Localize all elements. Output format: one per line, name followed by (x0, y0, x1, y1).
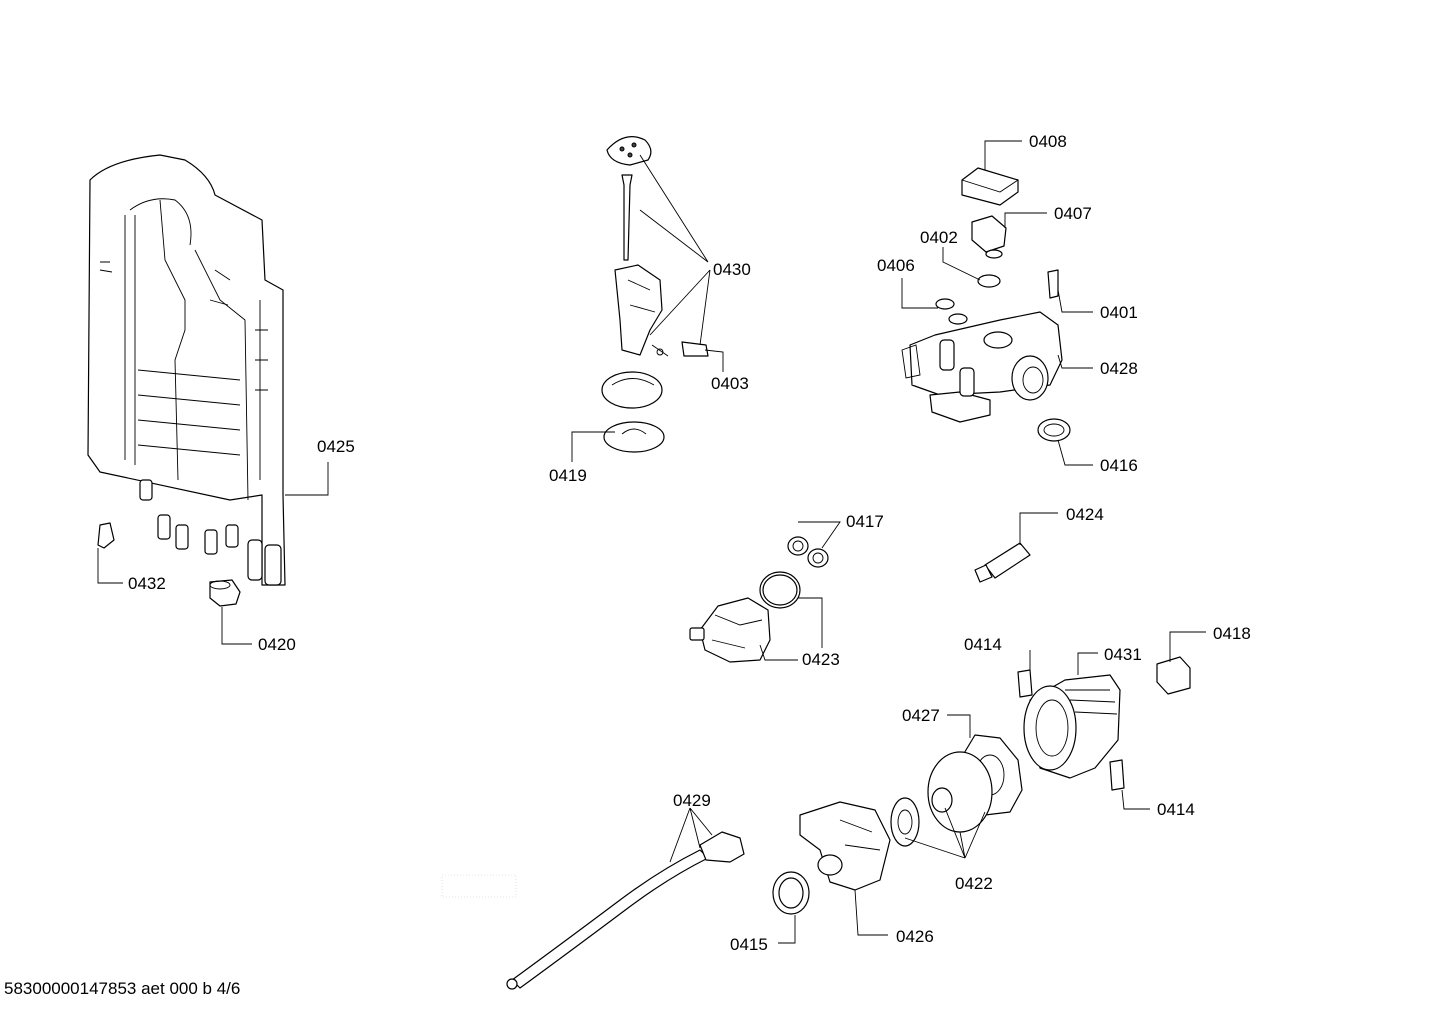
label-0418[interactable]: 0418 (1213, 624, 1251, 643)
label-0424[interactable]: 0424 (1066, 505, 1104, 524)
callout-labels: 0408 0407 0402 0406 0401 0428 0416 0430 … (128, 132, 1251, 954)
part-0406-seals[interactable] (935, 298, 968, 325)
label-0422[interactable]: 0422 (955, 874, 993, 893)
part-0407-sensor[interactable] (971, 215, 1007, 259)
label-0429[interactable]: 0429 (673, 791, 711, 810)
part-0420-hose-connector[interactable] (209, 579, 241, 607)
document-code: 58300000147853 aet 000 b 4/6 (4, 979, 241, 998)
label-0420[interactable]: 0420 (258, 635, 296, 654)
part-0428-water-switch[interactable] (901, 311, 1063, 423)
part-float (601, 371, 663, 409)
part-0415-seal[interactable] (772, 871, 810, 915)
label-0402[interactable]: 0402 (920, 228, 958, 247)
label-0426[interactable]: 0426 (896, 927, 934, 946)
part-0424-filter[interactable] (974, 542, 1031, 583)
label-0408[interactable]: 0408 (1029, 132, 1067, 151)
label-0414-top[interactable]: 0414 (964, 635, 1002, 654)
label-0427[interactable]: 0427 (902, 706, 940, 725)
label-0414-bottom[interactable]: 0414 (1157, 800, 1195, 819)
part-0430-float-assembly[interactable] (606, 136, 669, 357)
part-0432-clip[interactable] (97, 522, 115, 549)
label-0428[interactable]: 0428 (1100, 359, 1138, 378)
label-0432[interactable]: 0432 (128, 574, 166, 593)
part-0408-cover[interactable] (961, 167, 1019, 206)
part-0425-water-panel[interactable] (87, 154, 286, 586)
label-0417[interactable]: 0417 (846, 512, 884, 531)
part-0423-seal-ring[interactable] (759, 571, 801, 609)
part-0429-drain-hose[interactable] (506, 831, 745, 990)
label-0401[interactable]: 0401 (1100, 303, 1138, 322)
label-0403[interactable]: 0403 (711, 374, 749, 393)
label-0416[interactable]: 0416 (1100, 456, 1138, 475)
part-0419-disc[interactable] (603, 421, 665, 453)
label-0406[interactable]: 0406 (877, 256, 915, 275)
leader-lines (97, 140, 1206, 944)
label-0415[interactable]: 0415 (730, 935, 768, 954)
part-0401-clip[interactable] (1047, 269, 1059, 299)
part-0418-connector[interactable] (1156, 656, 1191, 695)
part-0414-clip-bottom[interactable] (1109, 759, 1125, 791)
part-0417-nuts[interactable] (787, 536, 829, 568)
label-0430[interactable]: 0430 (713, 260, 751, 279)
part-0423-valve-body[interactable] (689, 597, 771, 663)
part-0426-pump-housing[interactable] (799, 801, 891, 891)
halftone-mark (441, 874, 517, 898)
part-0431-heat-pump-housing[interactable] (1023, 674, 1121, 779)
part-0422-seals[interactable] (890, 751, 993, 847)
label-0423[interactable]: 0423 (802, 650, 840, 669)
label-0431[interactable]: 0431 (1104, 645, 1142, 664)
label-0419[interactable]: 0419 (549, 466, 587, 485)
label-0407[interactable]: 0407 (1054, 204, 1092, 223)
part-0414-clip-top[interactable] (1017, 669, 1033, 698)
part-0402-seal[interactable] (977, 274, 1001, 288)
part-0416-hose-clamp[interactable] (1037, 418, 1071, 442)
label-0425[interactable]: 0425 (317, 437, 355, 456)
part-0403-switch[interactable] (681, 341, 709, 357)
